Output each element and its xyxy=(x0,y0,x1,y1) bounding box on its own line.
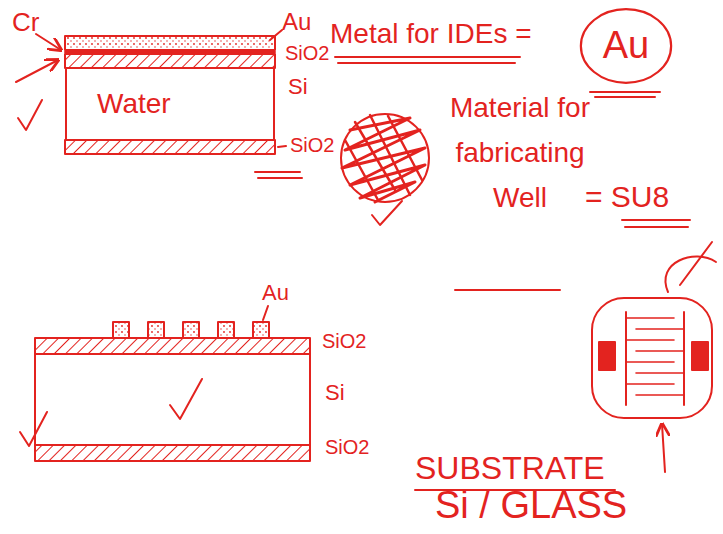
underlines xyxy=(255,57,690,490)
node-text: Water xyxy=(97,88,171,120)
node-text: Au xyxy=(603,24,649,68)
oxide-layer xyxy=(35,445,310,461)
oxide-layer xyxy=(65,140,275,154)
layer-name: Au xyxy=(262,280,289,305)
note-text: Material for fabricating Well xyxy=(445,86,595,220)
note-text: Metal for IDEs = xyxy=(330,18,532,50)
circled-metal: Au xyxy=(578,6,674,86)
note-text: = SU8 xyxy=(585,180,669,215)
layer-name: SiO2 xyxy=(290,134,334,157)
wafer-layer: Water xyxy=(65,68,275,140)
ide-sketch xyxy=(592,242,716,472)
layer-name: Si xyxy=(325,380,345,405)
layer-name: SiO2 xyxy=(325,436,369,459)
bottom-cross-section xyxy=(35,322,310,461)
layer-name: Cr xyxy=(12,8,39,38)
electrode xyxy=(183,322,199,338)
electrode xyxy=(218,322,234,338)
heading-text: SUBSTRATE xyxy=(415,450,605,487)
layer-name: Si xyxy=(288,74,308,99)
check-marks xyxy=(18,100,402,446)
oxide-layer xyxy=(65,54,275,68)
top-cross-section xyxy=(65,36,275,154)
oxide-layer xyxy=(35,338,310,354)
layer-name: SiO2 xyxy=(322,330,366,353)
wafer-side xyxy=(309,354,311,445)
gold-layer xyxy=(65,36,275,50)
note-text: Si / GLASS xyxy=(435,484,627,528)
layer-name: Au xyxy=(282,8,311,36)
electrode xyxy=(148,322,164,338)
scribble xyxy=(341,114,429,202)
wafer-side xyxy=(34,354,36,445)
layer-name: SiO2 xyxy=(285,42,329,65)
chromium-layer xyxy=(65,51,275,53)
electrode xyxy=(113,322,129,338)
leader-lines xyxy=(16,30,286,320)
electrode xyxy=(253,322,269,338)
circle-outline xyxy=(581,9,671,83)
